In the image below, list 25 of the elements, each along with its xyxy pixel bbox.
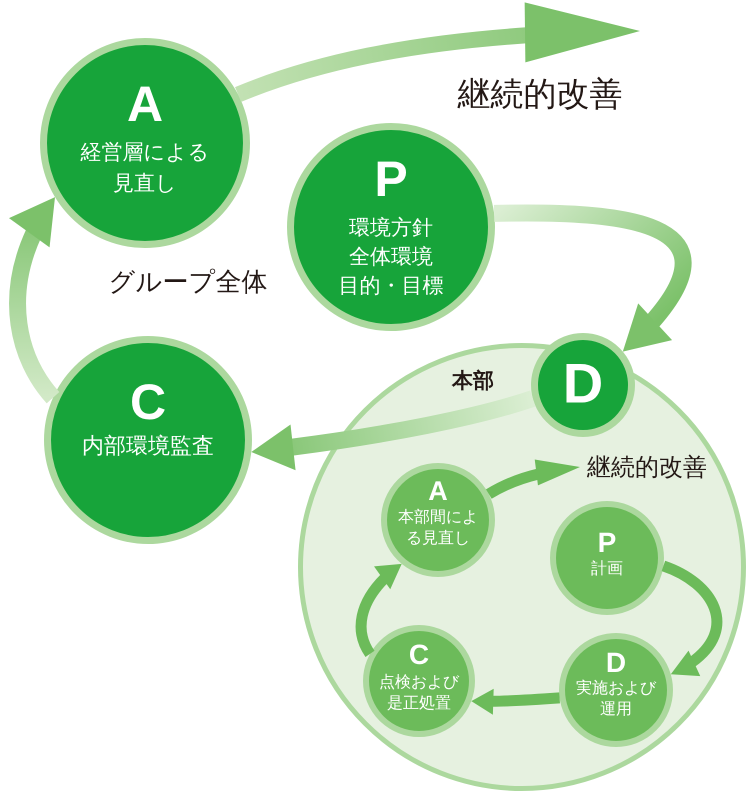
arrow bbox=[250, 390, 536, 470]
arrow bbox=[235, 3, 640, 102]
step-label: 実施および運用 bbox=[575, 677, 658, 719]
step-letter: A bbox=[126, 75, 164, 134]
step-letter: P bbox=[598, 526, 616, 560]
step-label: 本部間による見直し bbox=[397, 506, 479, 548]
step-label: 目的・目標 bbox=[338, 273, 444, 299]
region-label: 本部 bbox=[452, 368, 494, 394]
step-letter: C bbox=[130, 373, 166, 432]
step-letter: C bbox=[408, 638, 430, 672]
step-label: 計画 bbox=[591, 558, 623, 578]
arrow bbox=[471, 688, 560, 715]
step-letter: P bbox=[374, 150, 408, 209]
step-letter: A bbox=[428, 474, 448, 508]
arrow bbox=[486, 460, 581, 499]
step-label: 内部環境監査 bbox=[82, 434, 214, 460]
step-label: 経営層による見直し bbox=[80, 139, 210, 197]
improvement-label: 継続的改善 bbox=[580, 452, 714, 482]
step-letter: D bbox=[606, 646, 626, 680]
step-letter: D bbox=[562, 350, 604, 416]
step-label: 点検および是正処置 bbox=[378, 671, 460, 713]
step-label: 環境方針 bbox=[349, 215, 433, 241]
step-label: 全体環境 bbox=[349, 244, 433, 270]
edge-label: 継続的改善 bbox=[458, 74, 622, 114]
group-label: グループ全体 bbox=[108, 267, 268, 299]
